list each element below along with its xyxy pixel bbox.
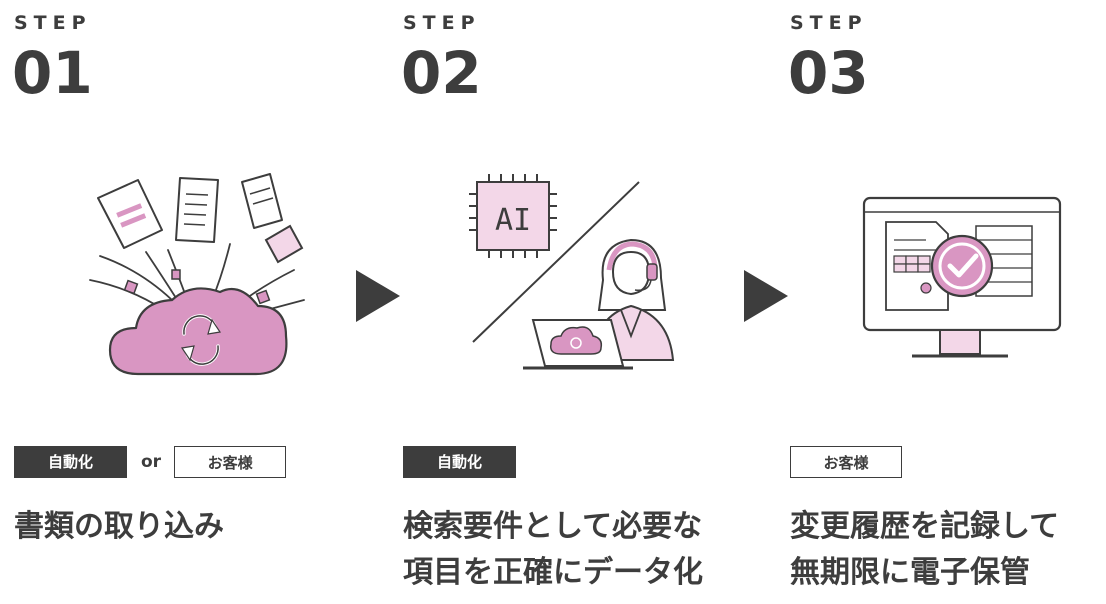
- step-number: 02: [401, 39, 482, 107]
- automation-tag: 自動化: [14, 446, 127, 478]
- step-02: STEP 02 AI 自動化 検索要件として必要: [401, 0, 743, 604]
- step-title-line: 項目を正確にデータ化: [403, 555, 703, 590]
- or-label: or: [141, 452, 162, 472]
- step-03: STEP 03 お客様 変更履歴を記録して 無期限に電子保管: [788, 0, 1106, 604]
- step-label: STEP: [403, 12, 481, 34]
- step-title: 書類の取り込み: [14, 504, 224, 550]
- monitor-check-icon: [862, 196, 1062, 358]
- step-number: 01: [12, 39, 93, 107]
- step-title: 変更履歴を記録して 無期限に電子保管: [790, 504, 1059, 596]
- step-01: STEP 01: [12, 0, 354, 604]
- tag-group: 自動化 or お客様: [14, 446, 287, 478]
- cloud-documents-icon: [89, 173, 305, 376]
- triangle-right-icon: [744, 270, 788, 322]
- automation-tag: 自動化: [403, 446, 516, 478]
- step-title-line: 無期限に電子保管: [790, 555, 1030, 590]
- step-label: STEP: [14, 12, 92, 34]
- step-title-line: 検索要件として必要な: [403, 509, 703, 544]
- triangle-right-icon: [356, 270, 400, 322]
- tag-group: お客様: [790, 446, 902, 478]
- step-label: STEP: [790, 12, 868, 34]
- tag-group: 自動化: [403, 446, 516, 478]
- step-number: 03: [788, 39, 869, 107]
- ai-operator-icon: AI: [469, 174, 675, 370]
- step-title: 検索要件として必要な 項目を正確にデータ化: [403, 504, 703, 596]
- customer-tag: お客様: [174, 446, 287, 478]
- customer-tag: お客様: [790, 446, 902, 478]
- step-title-line: 書類の取り込み: [14, 509, 224, 544]
- step-title-line: 変更履歴を記録して: [790, 509, 1060, 544]
- chip-label: AI: [495, 203, 531, 238]
